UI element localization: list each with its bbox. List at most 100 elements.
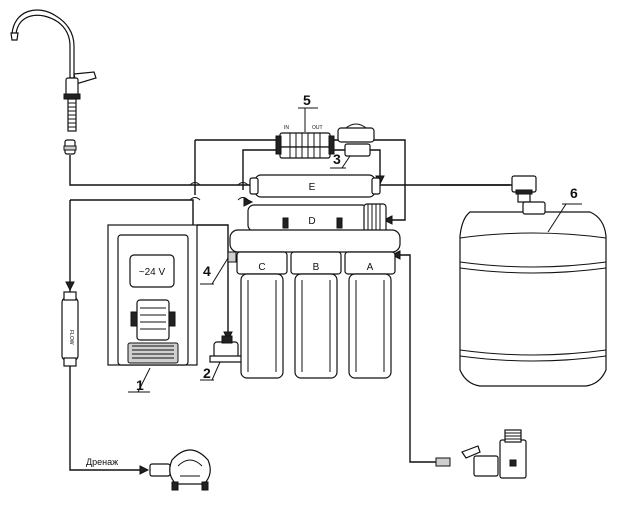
faucet [10, 9, 97, 155]
faucet-body [65, 77, 79, 97]
drain-label: Дренаж [86, 457, 118, 467]
prefilter-a-label: A [367, 262, 374, 273]
prefilter-c-ribs [247, 280, 277, 372]
feed-valve-body-2 [473, 455, 499, 477]
prefilter-b-bowl [294, 273, 338, 379]
callout-3-leader [341, 155, 351, 169]
drain-clamp-detail [177, 459, 203, 477]
prefilter-a-ribs [355, 280, 385, 372]
pump-bracket-right [168, 311, 176, 327]
arrow-down-to-flush [65, 281, 75, 292]
callout-2: 2 [203, 365, 211, 381]
feed-tube-fitting [435, 457, 451, 467]
restrictor-text: FLOW [68, 330, 74, 345]
restrictor-3-cap [337, 127, 375, 143]
feed-valve-body [227, 251, 237, 263]
drain-clamp-ring [169, 449, 211, 485]
pump-transformer [129, 254, 175, 288]
feed-tee-thread-lines [505, 432, 521, 440]
callout-4-leader [211, 257, 229, 285]
drain-clamp-bolt-right [201, 481, 209, 491]
callout-6: 6 [570, 185, 578, 201]
tank-top-dome [459, 232, 607, 239]
faucet-tip [10, 32, 19, 41]
arrow-at-a [243, 197, 254, 207]
shutoff-valve: IN OUT 5 [275, 92, 335, 159]
drain-clamp-bolt-left [171, 481, 179, 491]
callout-1-leader [137, 367, 151, 393]
restrictor-3-knob [345, 123, 367, 129]
valve-lower-ribs [289, 147, 321, 158]
pump-motor [136, 299, 170, 341]
prefilter-c-label: C [258, 262, 265, 273]
callout-3: 3 [333, 151, 341, 167]
membrane-d: D [247, 203, 387, 233]
prefilter-b-label: B [313, 262, 320, 273]
callout-2-leader [211, 361, 221, 381]
supply-line [395, 254, 440, 463]
membrane-d-clip-2 [336, 217, 343, 229]
faucet-base [63, 93, 81, 100]
callout-4: 4 [203, 263, 211, 279]
restrictor-cap-bottom [63, 357, 77, 367]
prefilter-c: C [236, 251, 288, 379]
feed-connector [435, 429, 527, 479]
prefilter-bracket [229, 229, 401, 253]
feed-valve-handle [461, 445, 481, 459]
restrictor-cap-top [63, 291, 77, 301]
return-arrow [382, 215, 393, 225]
postfilter-e-label: E [309, 182, 316, 193]
faucet-spout [11, 9, 75, 79]
tee-arrow [390, 250, 401, 260]
prefilter-b-ribs [301, 280, 331, 372]
restrictor-body [61, 297, 79, 361]
feed-tee [499, 439, 527, 479]
pump-base-stripes [132, 345, 174, 359]
crossover [189, 182, 249, 201]
restrictor-3-body [344, 143, 371, 157]
drain-clamp: Дренаж [86, 449, 211, 491]
bracket-plate [229, 229, 401, 253]
pump-bracket-left [130, 311, 138, 327]
tank-seam-lower [459, 349, 607, 362]
postfilter-e-cap-left [249, 177, 259, 195]
postfilter-e-cap-right [371, 177, 381, 195]
drain-saddle: 2 [200, 335, 243, 381]
faucet-line [69, 155, 255, 186]
callout-5: 5 [303, 92, 311, 108]
drain-arrow [139, 465, 150, 475]
storage-tank: 6 [459, 175, 607, 387]
prefilter-a: A [344, 251, 396, 379]
valve-upper-ribs [289, 133, 321, 147]
drain-saddle-line [197, 224, 229, 340]
feed-tee-port [509, 459, 517, 467]
membrane-d-cap [363, 203, 387, 233]
membrane-d-clip-1 [282, 217, 289, 229]
valve-end-right [328, 135, 335, 155]
tank-neck [522, 201, 546, 215]
tank-seam-upper [459, 261, 607, 274]
prefilter-c-bowl [240, 273, 284, 379]
faucet-nut [63, 145, 77, 151]
tubing [65, 139, 515, 475]
tank-shell [459, 211, 607, 387]
saddle-fitting [221, 335, 233, 344]
saddle-clamp [209, 355, 243, 363]
feed-valve: 4 [200, 251, 237, 285]
pump-voltage-label: ~24 V [139, 267, 166, 278]
flow-restrictor: 3 [330, 123, 375, 169]
valve-in-label: IN [284, 125, 289, 131]
pump-motor-lines [140, 307, 166, 330]
callout-1: 1 [136, 377, 144, 393]
drain-restrictor: FLOW [61, 291, 79, 367]
postfilter-e: E [249, 174, 381, 198]
valve-upper [279, 132, 331, 148]
membrane-d-label: D [308, 216, 315, 227]
valve-end-left [275, 135, 282, 155]
valve-out-label: OUT [312, 125, 323, 131]
valve-lower [279, 146, 331, 159]
faucet-thread-lines [68, 102, 76, 128]
prefilter-a-bowl [348, 273, 392, 379]
callout-6-leader [547, 203, 567, 233]
